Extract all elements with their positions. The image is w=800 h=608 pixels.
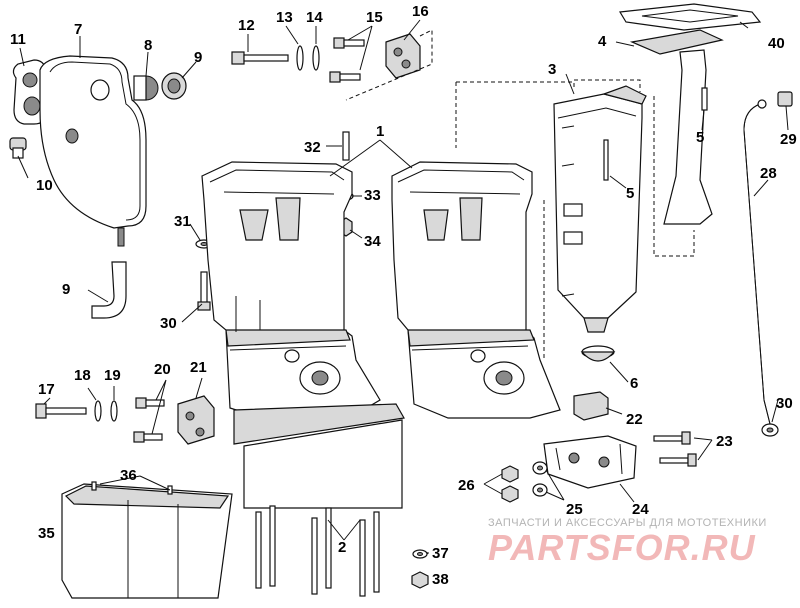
part-9-grommet (161, 72, 187, 100)
callout-26: 25 (566, 501, 583, 518)
callout-22: 21 (190, 359, 207, 376)
part-1-housing-left (201, 161, 381, 421)
part-28-tube (743, 99, 771, 425)
callout-33: 32 (304, 139, 321, 156)
part-36-cover (61, 483, 233, 599)
part-24-bolts (653, 431, 697, 467)
part-22-mount (177, 395, 215, 445)
part-21-bolts (133, 397, 165, 443)
part-16-bolts (329, 37, 365, 83)
part-7-tank (39, 55, 147, 247)
part-20-washer (110, 400, 118, 422)
callout-16: 15 (366, 9, 383, 26)
callout-21: 20 (154, 361, 171, 378)
callout-40: 40 (768, 35, 785, 52)
part-23-block (573, 391, 609, 421)
callout-11: 10 (36, 177, 53, 194)
callout-15: 14 (306, 9, 323, 26)
part-2-studs (255, 505, 380, 597)
callout-31: 30 (160, 315, 177, 332)
watermark-logo: PARTSFOR.RU (488, 527, 756, 568)
part-39-nut (411, 571, 429, 589)
callout-8: 8 (144, 37, 152, 54)
callout-14: 13 (276, 9, 293, 26)
callout-20: 19 (104, 367, 121, 384)
callout-5-upper: 5 (696, 129, 704, 146)
callout-30: 30 (776, 395, 793, 412)
part-18-bolt (35, 403, 87, 419)
part-31-bolt (197, 271, 211, 311)
callout-19: 18 (74, 367, 91, 384)
part-38-washer (412, 549, 428, 559)
callout-38: 37 (432, 545, 449, 562)
watermark-tagline: ЗАПЧАСТИ И АКСЕССУАРЫ ДЛЯ МОТОТЕХНИКИ (488, 517, 767, 529)
callout-29: 29 (780, 131, 797, 148)
callout-5-lower: 5 (626, 185, 634, 202)
callout-35: 34 (364, 233, 381, 250)
callout-4: 4 (598, 33, 607, 50)
part-13-bolt (231, 51, 289, 65)
callout-12: 11 (10, 31, 26, 48)
callout-37: 36 (120, 467, 137, 484)
callout-9: 9 (194, 49, 202, 66)
part-8-plug (133, 75, 159, 101)
callout-numbers: 11 7 8 9 10 9 12 13 14 15 16 1 32 33 34 … (10, 3, 797, 588)
callout-3: 3 (548, 61, 556, 78)
part-33-stud (342, 131, 350, 161)
part-11-fitting (9, 137, 27, 159)
callout-28: 28 (760, 165, 777, 182)
leader-lines (17, 19, 789, 554)
part-29-clip (777, 91, 793, 107)
part-2-plate (233, 403, 405, 509)
callout-7: 7 (74, 21, 82, 38)
callout-32: 31 (174, 213, 191, 230)
part-30-fitting (761, 423, 779, 437)
callout-6: 6 (630, 375, 638, 392)
part-6-grommet (580, 345, 616, 362)
part-19-washer (94, 400, 102, 422)
part-26-washers (532, 461, 548, 497)
callout-27: 26 (458, 477, 475, 494)
callout-34: 33 (364, 187, 381, 204)
part-14-washer (296, 45, 304, 71)
part-1-housing-right (391, 161, 561, 419)
callout-36: 35 (38, 525, 55, 542)
callout-10: 9 (62, 281, 70, 298)
callout-18: 17 (38, 381, 55, 398)
callout-24: 23 (716, 433, 733, 450)
part-4-plate (629, 29, 724, 225)
callout-13: 12 (238, 17, 255, 34)
callout-23: 22 (626, 411, 643, 428)
callout-2: 2 (338, 539, 346, 556)
callout-25: 24 (632, 501, 649, 518)
part-27-nuts (501, 465, 519, 503)
watermark: ЗАПЧАСТИ И АКСЕССУАРЫ ДЛЯ МОТОТЕХНИКИ PA… (488, 517, 767, 568)
part-25-bracket (543, 435, 637, 489)
part-40-gasket (619, 3, 762, 31)
callout-1: 1 (376, 123, 384, 140)
part-15-washer (312, 45, 320, 71)
callout-17: 16 (412, 3, 429, 20)
callout-39: 38 (432, 571, 449, 588)
part-10-hose (91, 261, 127, 319)
part-3-exhaust-tube (553, 85, 647, 333)
part-17-mount (385, 33, 421, 79)
